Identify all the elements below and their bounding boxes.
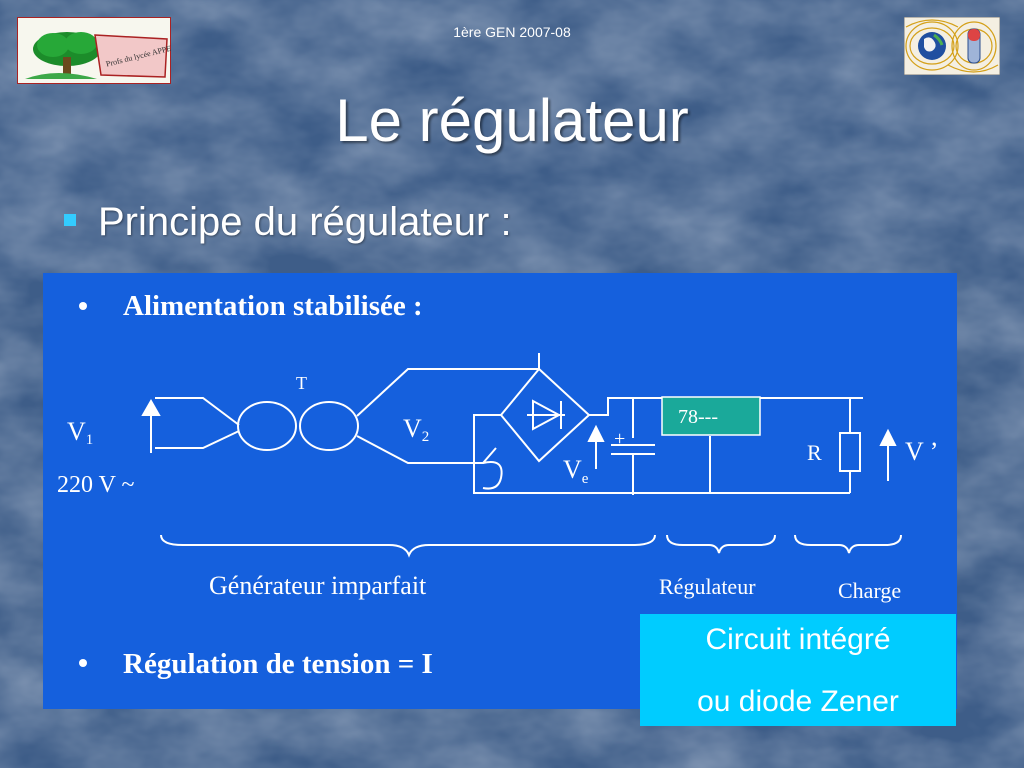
transformer-secondary-coil: [299, 401, 359, 451]
earth-magnet-icon: [903, 16, 1001, 76]
callout-line-1: Circuit intégré: [705, 623, 891, 656]
section-braces: [160, 534, 902, 558]
ve-subscript: e: [582, 471, 589, 487]
bullet-text: Principe du régulateur :: [98, 200, 512, 244]
svg-text:V1: V1: [67, 417, 93, 448]
vout-label: V ’: [905, 437, 938, 466]
bullet-item: Principe du régulateur :: [64, 200, 512, 245]
v1-label: V: [67, 417, 86, 446]
resistor-label: R: [807, 440, 822, 465]
v2-label: V: [403, 414, 422, 443]
figure-footer: Régulation de tension =: [123, 648, 422, 680]
diode-bridge: [499, 367, 591, 463]
v1-subscript: 1: [86, 432, 94, 448]
earth-logo: [903, 16, 1001, 76]
transformer-primary-coil: [237, 401, 297, 451]
section-regulator-label: Régulateur: [659, 574, 756, 599]
circuit-wiring: [155, 353, 863, 495]
v2-subscript: 2: [422, 429, 430, 445]
section-generator-label: Générateur imparfait: [209, 571, 427, 600]
bullet-square-icon: [64, 214, 76, 227]
diode-icon: [527, 399, 565, 431]
svg-text:Régulation de tension = I: Régulation de tension = I: [123, 648, 433, 680]
tree-logo-icon: [25, 32, 101, 79]
brace-regulator: [666, 534, 776, 554]
school-logo: Profs du lycée APPERT: [16, 16, 182, 85]
brace-generator: [160, 534, 656, 558]
regulator-chip-label: 78---: [678, 406, 718, 428]
brace-load: [794, 534, 902, 554]
callout-line-2: ou diode Zener: [697, 685, 899, 718]
figure-bullet-dot-2: [79, 659, 87, 667]
transformer-label: T: [296, 373, 307, 393]
slide-title: Le régulateur: [335, 87, 689, 154]
capacitor-plus-label: +: [614, 428, 625, 450]
svg-text:Ve: Ve: [563, 455, 589, 487]
slide-header: 1ère GEN 2007-08: [453, 24, 571, 40]
figure-heading: Alimentation stabilisée :: [123, 290, 423, 322]
callout-box: Circuit intégré ou diode Zener: [640, 614, 956, 726]
figure-footer-cut: I: [422, 648, 433, 680]
ve-label: V: [563, 455, 582, 484]
mains-voltage-label: 220 V ~: [57, 472, 134, 498]
regulator-chip: [661, 396, 761, 436]
section-load-label: Charge: [838, 578, 901, 603]
svg-text:V2: V2: [403, 414, 429, 445]
figure-bullet-dot: [79, 302, 87, 310]
